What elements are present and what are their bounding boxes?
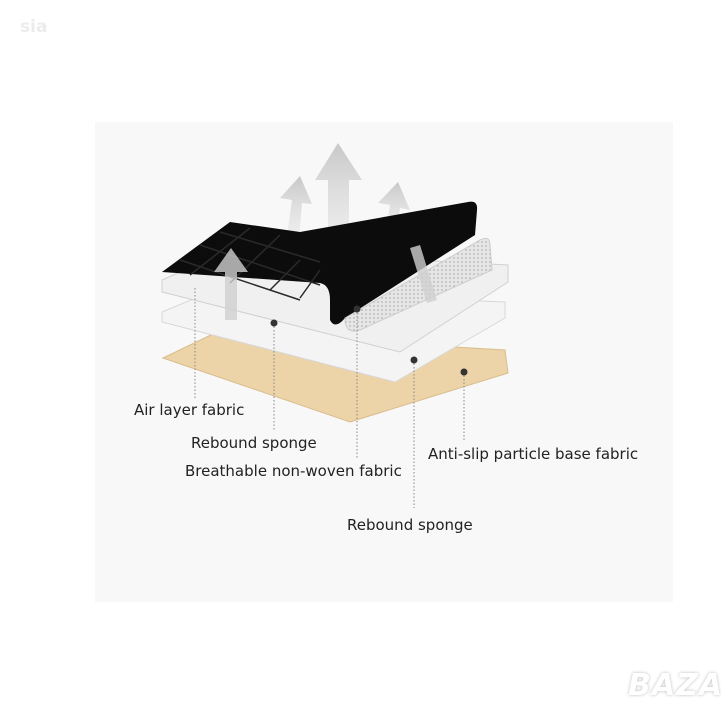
- label-breathable-fabric: Breathable non-woven fabric: [185, 462, 402, 480]
- front-arrows: [214, 245, 437, 320]
- watermark-bottom-right: BAZAR: [628, 668, 721, 703]
- label-air-layer-fabric: Air layer fabric: [134, 401, 245, 419]
- black-quilted-mat: [162, 201, 478, 325]
- label-rebound-sponge-1: Rebound sponge: [191, 434, 317, 452]
- leader-dots: [270, 305, 468, 376]
- label-anti-slip-base: Anti-slip particle base fabric: [428, 445, 639, 463]
- non-woven-backing: [344, 237, 493, 332]
- watermark-top-left: sia: [20, 17, 48, 37]
- quilt-stitching: [179, 227, 321, 301]
- label-rebound-sponge-2: Rebound sponge: [347, 516, 473, 534]
- leader-lines: [194, 288, 465, 508]
